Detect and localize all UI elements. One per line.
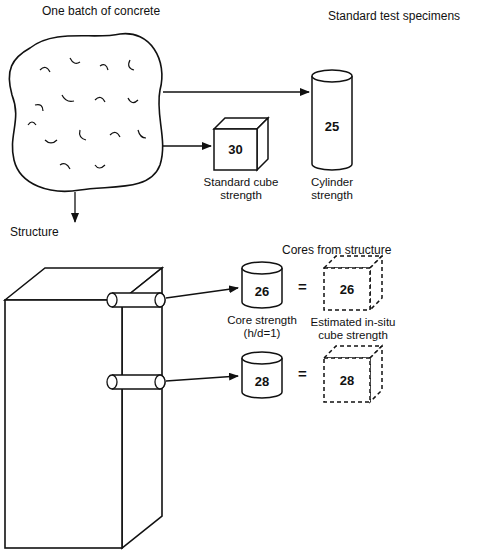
- estimated-cube: 28: [324, 346, 382, 402]
- estimated-cube: 26Estimated in-situ cube strength: [324, 256, 382, 310]
- strength-value: 26: [242, 274, 282, 308]
- group-label: Standard test specimens: [328, 10, 460, 24]
- core-specimen: 28: [242, 352, 282, 398]
- equals-sign: =: [298, 365, 307, 382]
- specimen-caption: Standard cube strength: [199, 176, 283, 202]
- strength-value: 26: [324, 268, 370, 310]
- cylinder-specimen: 25Cylinder strength: [312, 70, 352, 170]
- strength-value: 28: [242, 364, 282, 398]
- strength-value: 25: [312, 82, 352, 170]
- concrete-batch: [9, 34, 162, 192]
- specimen-caption: Estimated in-situ cube strength: [303, 316, 403, 342]
- cube-specimen: 30Standard cube strength: [214, 118, 268, 170]
- specimen-caption: Cylinder strength: [295, 176, 369, 202]
- core-specimen: 26Core strength (h/d=1): [242, 262, 282, 308]
- equals-sign: =: [298, 278, 307, 295]
- title-label: One batch of concrete: [42, 5, 160, 19]
- drilled-cores: [107, 293, 165, 389]
- strength-value: 30: [214, 129, 257, 170]
- aggregate-marks: [28, 58, 146, 169]
- core-arrows: [166, 288, 238, 381]
- structure-block: [5, 268, 162, 548]
- flow-arrows: [75, 92, 309, 222]
- specimen-caption: Core strength (h/d=1): [226, 314, 298, 340]
- group-label: Structure: [10, 226, 59, 240]
- strength-value: 28: [324, 358, 370, 402]
